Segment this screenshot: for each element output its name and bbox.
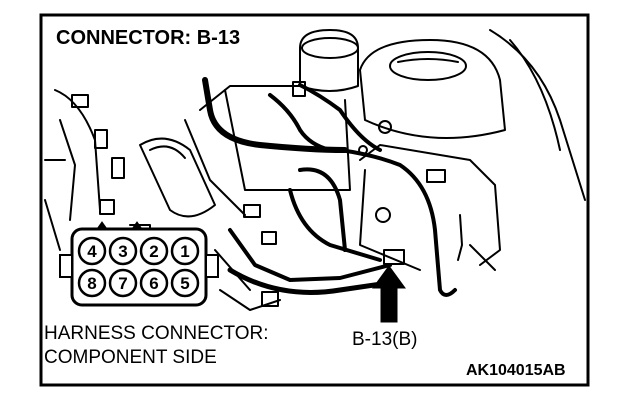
pin-row-bottom: 8 7 6 5: [77, 268, 200, 298]
connector-pin-5: [170, 268, 200, 298]
pin-number-2: 2: [149, 242, 158, 261]
harness-label-line-2: COMPONENT SIDE: [44, 347, 217, 368]
pin-number-3: 3: [118, 242, 127, 261]
connector-pin-8: [77, 268, 107, 298]
reservoir-tank-right: [359, 39, 506, 139]
engine-components: [44, 29, 586, 311]
connector-pin-7: [108, 268, 138, 298]
figure-code: AK104015AB: [466, 362, 566, 379]
connector-pin-2: [139, 236, 169, 266]
connector-pin-3: [108, 236, 138, 266]
diagram-title: CONNECTOR: B-13: [52, 26, 245, 50]
connector-pin-6: [139, 268, 169, 298]
small-connector-c: [111, 157, 125, 179]
connector-pin-1: [170, 236, 200, 266]
connector-face: 4 3 2 1 8 7 6 5: [59, 221, 219, 307]
pin-number-4: 4: [87, 242, 97, 261]
intake-duct: [139, 137, 216, 218]
harness-connector-label: HARNESS CONNECTOR: COMPONENT SIDE: [44, 322, 269, 370]
small-connector-b: [94, 129, 108, 149]
reservoir-cap-left: [299, 29, 359, 92]
pin-number-1: 1: [180, 242, 189, 261]
small-connector-a: [71, 94, 89, 108]
arrow-icon: [372, 265, 406, 323]
pin-number-6: 6: [149, 274, 158, 293]
pin-number-5: 5: [180, 274, 189, 293]
pin-number-7: 7: [118, 274, 127, 293]
pin-number-8: 8: [87, 274, 96, 293]
connector-pin-4: [77, 236, 107, 266]
pin-row-top: 4 3 2 1: [77, 236, 200, 266]
harness-label-line-1: HARNESS CONNECTOR:: [44, 323, 269, 344]
figure-frame: [39, 13, 590, 387]
connector-callout-label: B-13(B): [352, 329, 418, 350]
